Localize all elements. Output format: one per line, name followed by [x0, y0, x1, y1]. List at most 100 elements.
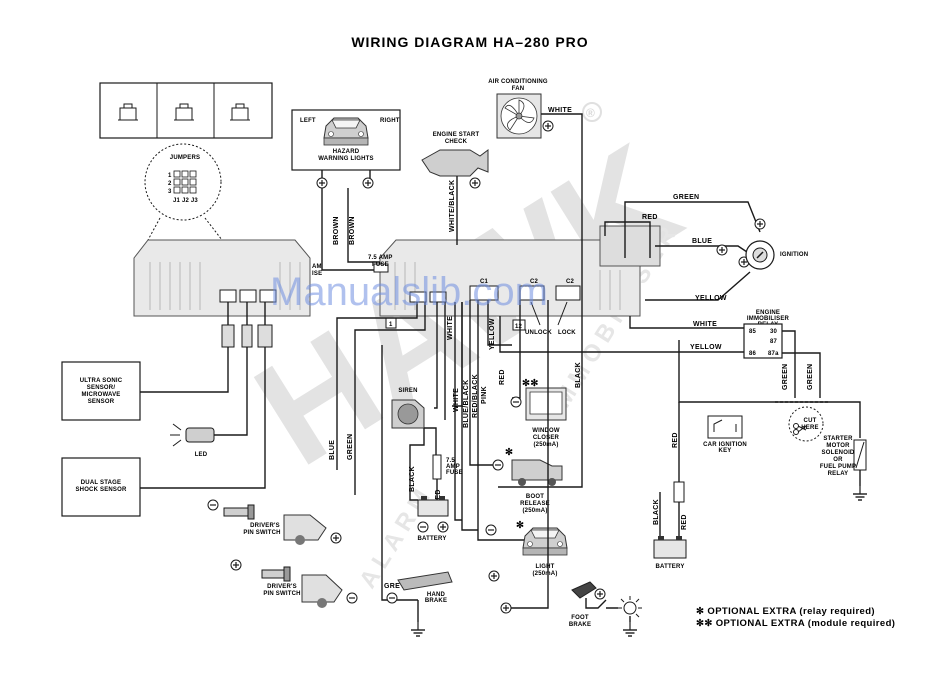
svg-text:CAR IGNITION: CAR IGNITION — [703, 442, 747, 448]
svg-text:FAN: FAN — [512, 86, 525, 92]
svg-text:DRIVER'S: DRIVER'S — [267, 584, 297, 590]
svg-text:RELEASE: RELEASE — [520, 501, 550, 507]
siren: SIREN BLACK RED 7.5 AMP FUSE — [391, 388, 463, 505]
svg-text:ENGINE: ENGINE — [756, 310, 780, 316]
plus-terminal-icon — [594, 588, 606, 600]
svg-text:✻✻: ✻✻ — [522, 378, 539, 389]
foot-brake: FOOT BRAKE — [488, 300, 643, 637]
ground-icon — [622, 621, 638, 637]
wire-label-white-mid: WHITE — [447, 316, 454, 340]
bulb-icon — [617, 595, 643, 618]
plus-terminal-icon — [230, 559, 242, 571]
starter-motor-relay: STARTER MOTOR SOLENOID OR FUEL PUMP RELA… — [820, 436, 868, 501]
jumpers-label: JUMPERS — [170, 155, 200, 161]
window-closer: ✻✻ WINDOW CLOSER (250mA) — [510, 378, 567, 448]
svg-text:SOLENOID: SOLENOID — [822, 450, 855, 456]
wire-label-brown-2: BROWN — [349, 216, 356, 245]
svg-text:87a: 87a — [768, 351, 779, 357]
svg-text:✻: ✻ — [505, 447, 513, 458]
jumper-row-1: 1 — [168, 173, 172, 179]
alarm-module-left — [133, 239, 311, 317]
svg-text:WARNING LIGHTS: WARNING LIGHTS — [318, 156, 373, 162]
plus-terminal-icon — [542, 120, 554, 132]
svg-text:ISE: ISE — [312, 271, 322, 277]
minus-terminal-icon — [207, 499, 219, 511]
svg-text:CLOSER: CLOSER — [533, 435, 560, 441]
minus-terminal-icon — [346, 592, 358, 604]
scissors-icon — [793, 423, 807, 435]
svg-text:SENSOR: SENSOR — [88, 399, 115, 405]
svg-text:FUEL PUMP: FUEL PUMP — [820, 464, 856, 470]
drivers-pin-switch-2: DRIVER'S PIN SWITCH — [230, 559, 358, 608]
wire-label-yellow-mid: YELLOW — [489, 318, 496, 350]
left-label: LEFT — [300, 118, 316, 124]
cut-here: CUT HERE — [788, 406, 824, 442]
svg-text:BATTERY: BATTERY — [655, 564, 684, 570]
wire-label-red-siren: RED — [435, 489, 442, 505]
svg-text:FUSE: FUSE — [446, 470, 463, 476]
wire-label-white-fan: WHITE — [548, 107, 572, 114]
ground-icon — [410, 621, 426, 637]
svg-text:WINDOW: WINDOW — [532, 428, 560, 434]
page-title: WIRING DIAGRAM HA–280 PRO — [351, 34, 588, 50]
svg-text:OR: OR — [833, 457, 843, 463]
svg-text:87: 87 — [770, 339, 778, 345]
jumper-row-3: 3 — [168, 189, 172, 195]
svg-text:SHOCK SENSOR: SHOCK SENSOR — [75, 487, 127, 493]
jumper-row-2: 2 — [168, 181, 172, 187]
wire-label-green-r1: GREEN — [782, 364, 789, 390]
svg-text:SENSOR/: SENSOR/ — [87, 385, 116, 391]
wire-label-pink: PINK — [481, 386, 488, 404]
wire-label-yellow-relay: YELLOW — [690, 344, 722, 351]
wire-label-blue-top: BLUE — [692, 238, 712, 245]
plus-terminal-icon — [754, 218, 766, 230]
engine-start-check: ENGINE START CHECK — [421, 132, 489, 189]
led-indicator: LED — [170, 423, 215, 458]
wire-label-red-bat: RED — [681, 514, 688, 530]
car-ignition-key: CAR IGNITION KEY — [703, 415, 747, 454]
plus-terminal-icon — [500, 602, 512, 614]
svg-text:AMP: AMP — [446, 464, 460, 470]
svg-text:AIR CONDITIONING: AIR CONDITIONING — [488, 79, 548, 85]
wire-label-red-top: RED — [642, 214, 658, 221]
wire-label-green-r2: GREEN — [807, 364, 814, 390]
svg-text:HAZARD: HAZARD — [333, 149, 360, 155]
wire-label-green-pin: GREEN — [347, 434, 354, 460]
relay-sockets-panel — [99, 82, 273, 139]
svg-text:MOTOR: MOTOR — [826, 443, 850, 449]
svg-text:CUT: CUT — [804, 418, 817, 424]
wire-label-grey: GREY — [384, 583, 405, 590]
ground-icon — [852, 485, 868, 501]
minus-terminal-icon — [386, 592, 398, 604]
engine-immobiliser-relay: ENGINE IMMOBILISER RELAY 85 30 87 86 87a — [743, 310, 789, 359]
note-optional-module: ✻✻ OPTIONAL EXTRA (module required) — [696, 618, 895, 629]
partial-fuse-label: AM — [312, 264, 322, 270]
svg-text:✻: ✻ — [516, 520, 524, 531]
svg-text:(250mA): (250mA) — [532, 571, 557, 577]
wire-label-black-bat: BLACK — [653, 499, 660, 525]
plus-terminal-icon — [330, 532, 342, 544]
wire-label-blue-pin: BLUE — [329, 440, 336, 460]
light-output: ✻ LIGHT (250mA) — [485, 520, 568, 577]
connector-12: 12 — [515, 324, 523, 330]
svg-text:BOOT: BOOT — [526, 494, 544, 500]
svg-text:BRAKE: BRAKE — [569, 622, 591, 628]
car-icon — [522, 527, 568, 556]
hand-brake: GREY HAND BRAKE — [381, 345, 453, 637]
svg-text:BRAKE: BRAKE — [425, 598, 447, 604]
ignition-switch: IGNITION — [745, 240, 808, 270]
connector-c1: C1 — [480, 279, 489, 285]
svg-text:7.5 AMP: 7.5 AMP — [368, 255, 393, 261]
dual-stage-shock-sensor: DUAL STAGE SHOCK SENSOR — [61, 457, 141, 517]
svg-text:(250mA): (250mA) — [522, 508, 547, 514]
boot-release: ✻ BOOT RELEASE (250mA) — [492, 447, 563, 514]
hazard-warning-lights: LEFT RIGHT HAZARD WARNING LIGHTS — [291, 109, 401, 189]
svg-text:FUSE: FUSE — [372, 262, 389, 268]
drivers-pin-switch-1: DRIVER'S PIN SWITCH — [207, 499, 342, 545]
connector-1: 1 — [389, 322, 393, 328]
ignition-label: IGNITION — [780, 252, 808, 258]
wire-label-white-black: WHITE/BLACK — [449, 180, 456, 232]
svg-text:PIN SWITCH: PIN SWITCH — [263, 591, 300, 597]
jumper-columns: J1 J2 J3 — [173, 198, 198, 204]
plus-terminal-icon — [437, 521, 449, 533]
